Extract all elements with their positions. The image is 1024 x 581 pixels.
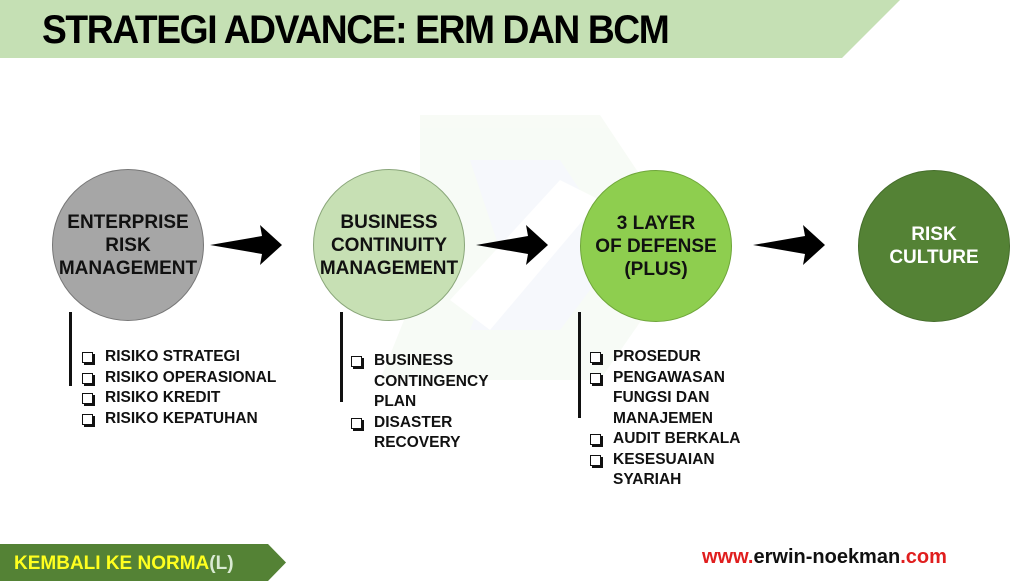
title-band: STRATEGI ADVANCE: ERM DAN BCM: [0, 0, 1024, 58]
stage-three-layer-circle: 3 LAYER OF DEFENSE (PLUS): [580, 170, 732, 322]
website-url: www.erwin-noekman.com: [702, 546, 947, 568]
stage-bcm-label: BUSINESS CONTINUITY MANAGEMENT: [319, 211, 459, 279]
arrow-right-icon: [753, 225, 825, 265]
list-item: AUDIT BERKALA: [588, 429, 740, 450]
checkbox-bullet-icon: [590, 434, 601, 445]
list-item: RISIKO OPERASIONAL: [80, 368, 276, 389]
arrow-right-icon: [210, 225, 282, 265]
stage-bcm-circle: BUSINESS CONTINUITY MANAGEMENT: [313, 169, 465, 321]
list-item: KESESUAIAN SYARIAH: [588, 450, 740, 491]
bcm-list-divider: [340, 312, 343, 402]
list-item: RISIKO STRATEGI: [80, 347, 276, 368]
footer-tag-shape: [0, 544, 286, 581]
list-item: PROSEDUR: [588, 347, 740, 368]
stage-risk-culture-circle: RISK CULTURE: [858, 170, 1010, 322]
three-layer-list: PROSEDUR PENGAWASAN FUNGSI DAN MANAJEMEN…: [588, 347, 740, 491]
checkbox-bullet-icon: [82, 393, 93, 404]
checkbox-bullet-icon: [590, 372, 601, 384]
footer-tag: KEMBALI KE NORMA(L): [0, 544, 290, 581]
title-band-shape: [0, 0, 900, 58]
checkbox-bullet-icon: [590, 352, 601, 363]
checkbox-bullet-icon: [82, 352, 93, 363]
checkbox-bullet-icon: [351, 356, 362, 367]
checkbox-bullet-icon: [82, 372, 93, 384]
checkbox-bullet-icon: [590, 454, 601, 466]
stage-three-layer-label: 3 LAYER OF DEFENSE (PLUS): [595, 212, 717, 280]
erm-list-divider: [69, 312, 72, 386]
list-item: RISIKO KREDIT: [80, 388, 276, 409]
page-title: STRATEGI ADVANCE: ERM DAN BCM: [42, 8, 670, 52]
list-item: BUSINESS CONTINGENCY PLAN: [349, 351, 489, 413]
list-item: DISASTER RECOVERY: [349, 413, 489, 454]
list-item: RISIKO KEPATUHAN: [80, 409, 276, 430]
checkbox-bullet-icon: [82, 413, 93, 425]
erm-risk-list: RISIKO STRATEGI RISIKO OPERASIONAL RISIK…: [80, 347, 276, 429]
bcm-list: BUSINESS CONTINGENCY PLAN DISASTER RECOV…: [349, 351, 489, 454]
checkbox-bullet-icon: [351, 417, 362, 429]
list-item: PENGAWASAN FUNGSI DAN MANAJEMEN: [588, 368, 740, 430]
stage-erm-label: ENTERPRISE RISK MANAGEMENT: [58, 211, 198, 279]
stage-risk-culture-label: RISK CULTURE: [889, 224, 979, 268]
arrow-right-icon: [476, 225, 548, 265]
layer-list-divider: [578, 312, 581, 418]
footer-tag-label: KEMBALI KE NORMA(L): [14, 553, 234, 574]
stage-erm-circle: ENTERPRISE RISK MANAGEMENT: [52, 169, 204, 321]
